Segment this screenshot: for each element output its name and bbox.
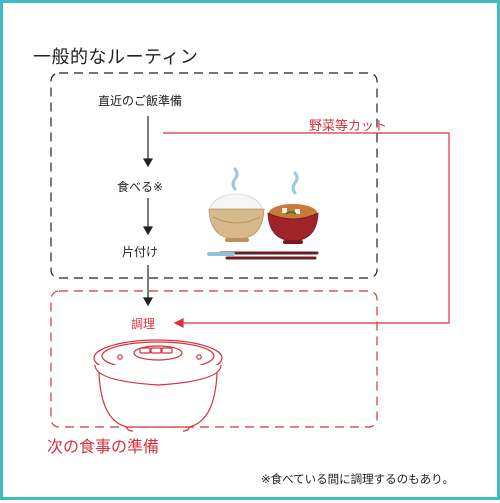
miso-soup-icon — [267, 204, 319, 244]
rice-bowl-icon — [208, 193, 265, 242]
rice-cooker-icon — [93, 339, 223, 432]
next-meal-label: 次の食事の準備 — [47, 437, 160, 456]
chopsticks-icon — [207, 251, 319, 260]
page-title: 一般的なルーティン — [33, 47, 199, 68]
footnote: ※食べている間に調理するのもあり。 — [261, 472, 454, 486]
step-cleanup: 片付け — [122, 245, 159, 259]
routine-box — [50, 72, 378, 279]
shortcut-arrow — [163, 132, 450, 328]
next-meal-box — [50, 290, 378, 428]
diagram-graphics — [50, 72, 450, 432]
step-cook: 調理 — [131, 317, 156, 331]
flow-arrows — [142, 116, 154, 307]
step-eat: 食べる※ — [117, 180, 164, 194]
step-prepare: 直近のご飯準備 — [98, 94, 183, 108]
shortcut-label: 野菜等カット — [309, 119, 388, 134]
steam-icon — [231, 167, 299, 195]
